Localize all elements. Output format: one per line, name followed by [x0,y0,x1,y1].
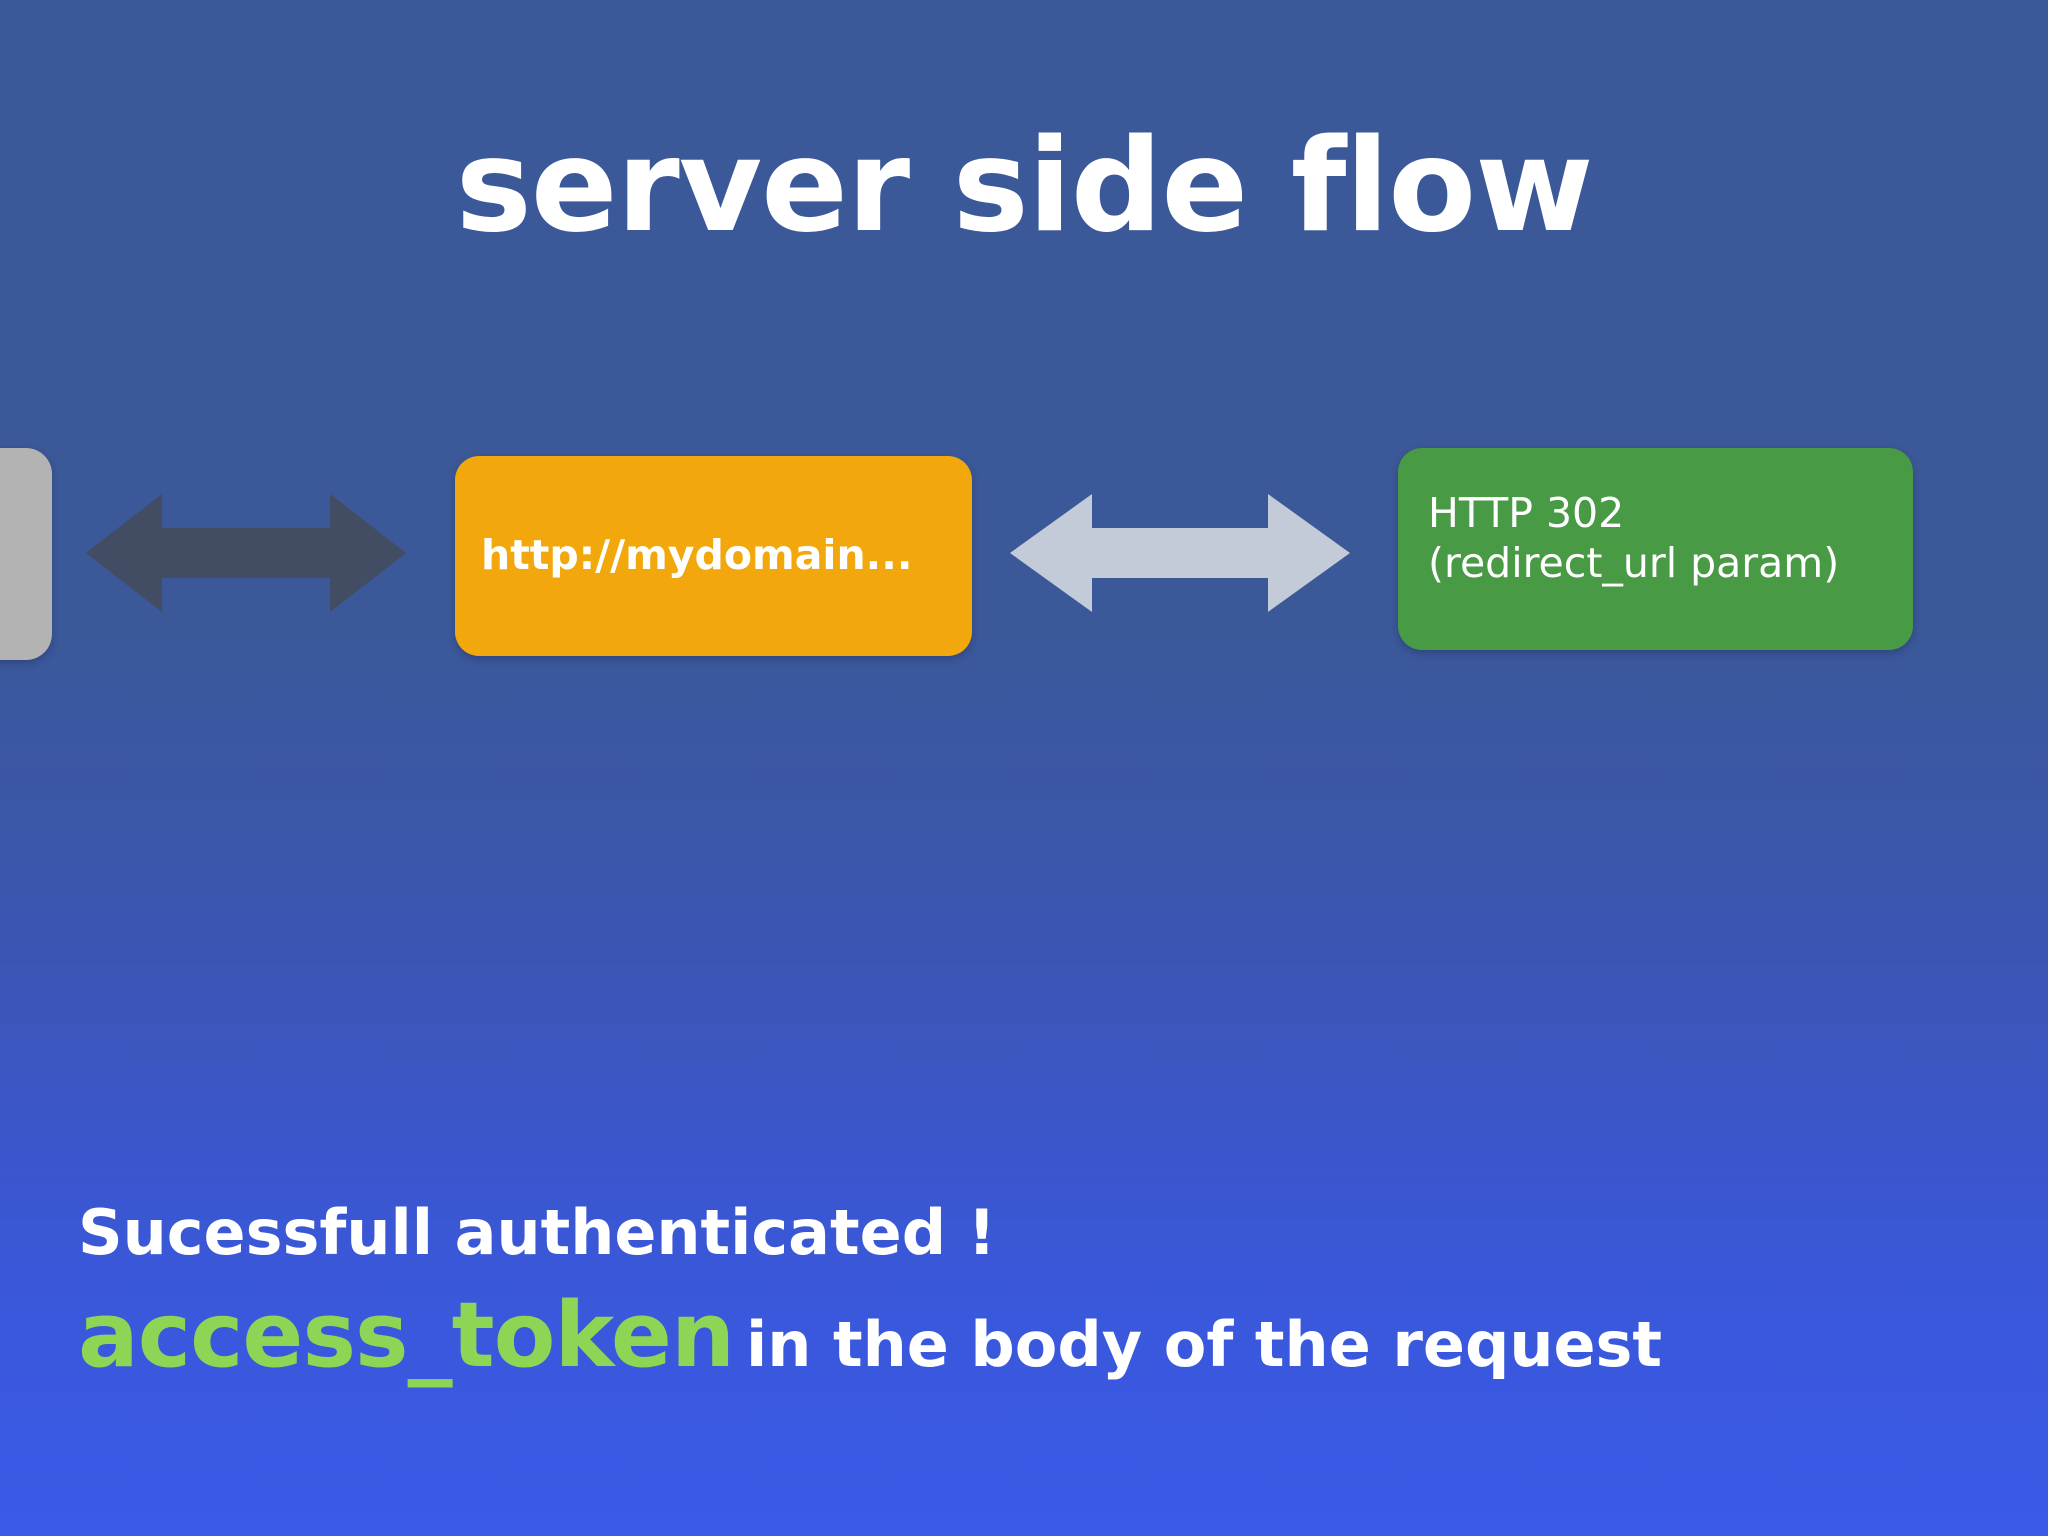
flow-node-redirect-line2: (redirect_url param) [1428,539,1840,588]
page-title: server side flow [455,112,1594,261]
flow-node-client[interactable] [0,448,52,660]
flow-node-redirect-line1: HTTP 302 [1428,489,1625,537]
flow-node-redirect-text: HTTP 302 (redirect_url param) [1428,488,1839,588]
double-headed-arrow-icon-left [86,488,406,618]
caption-success-text: Sucessfull authenticated ! [78,1196,996,1269]
caption-token-tail: in the body of the request [746,1308,1663,1382]
flow-node-url-label: http://mydomain... [481,531,913,580]
flow-node-redirect[interactable]: HTTP 302 (redirect_url param) [1398,448,1913,650]
double-headed-arrow-icon-right [1010,488,1350,618]
flow-node-url[interactable]: http://mydomain... [455,456,972,656]
access-token-keyword: access_token [78,1283,735,1389]
flow-diagram: http://mydomain... HTTP 302 (redirect_ur… [0,440,2048,670]
